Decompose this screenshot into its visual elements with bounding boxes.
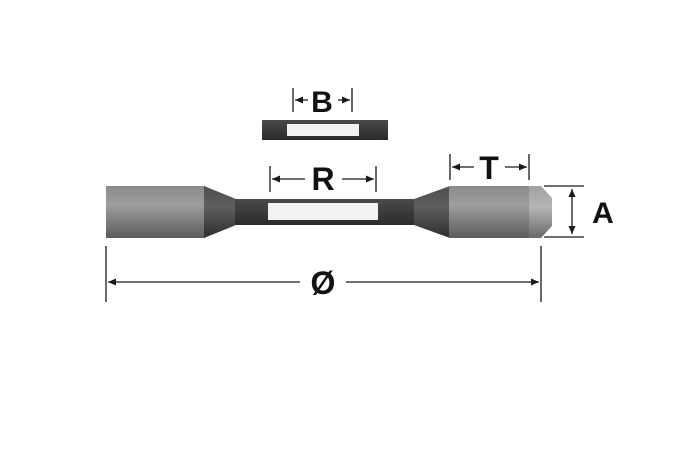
head-tip (529, 186, 552, 238)
label-b: B (311, 86, 333, 119)
top-section-view (262, 120, 388, 140)
label-diameter: Ø (311, 265, 336, 301)
label-r: R (311, 161, 334, 197)
head-cylinder (449, 186, 530, 238)
mounted-point-body (106, 186, 552, 238)
dimension-overall: Ø (105, 246, 542, 302)
neck-insert (268, 203, 378, 220)
dimension-r: R (269, 161, 377, 197)
label-a: A (592, 197, 614, 230)
label-t: T (479, 150, 499, 186)
shank-cylinder (106, 186, 205, 238)
left-taper (204, 186, 236, 238)
top-section-insert (287, 124, 359, 136)
right-taper (414, 186, 450, 238)
dimension-t: T (449, 150, 530, 186)
dimension-b: B (292, 86, 353, 119)
dimension-a: A (544, 185, 614, 238)
